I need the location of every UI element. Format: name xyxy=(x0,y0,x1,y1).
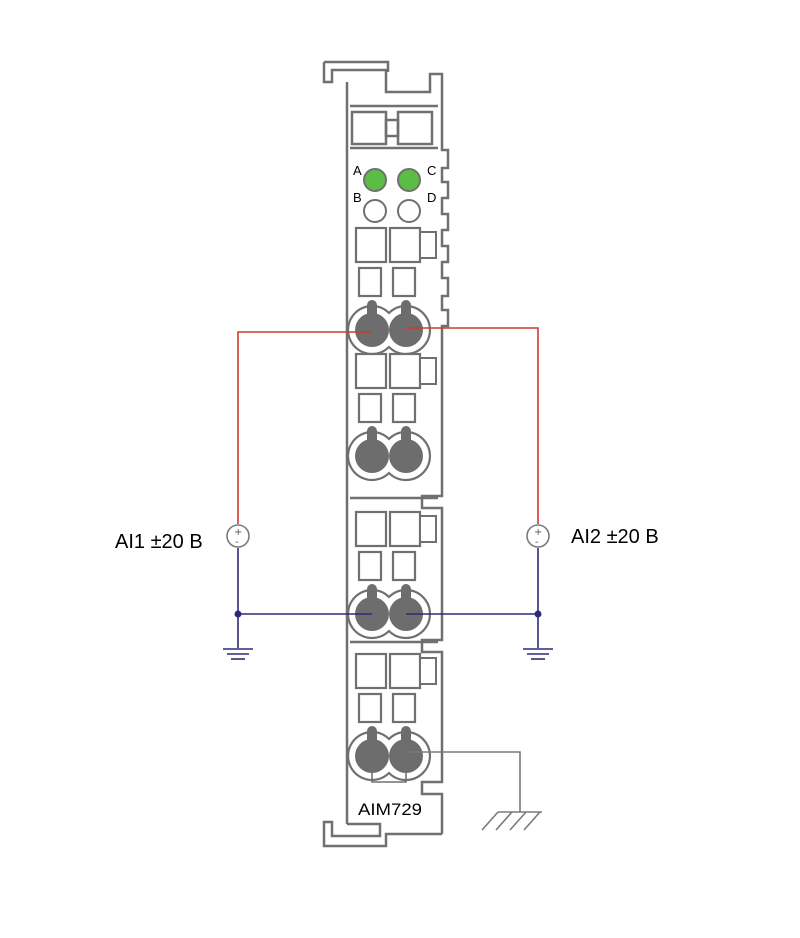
ai2-ground-junction xyxy=(534,610,542,618)
svg-text:+: + xyxy=(234,527,242,538)
release-button[interactable] xyxy=(354,510,388,548)
test-point xyxy=(357,550,383,582)
ai2-signal-wire xyxy=(406,327,539,524)
release-button[interactable] xyxy=(388,652,422,690)
terminal-lever[interactable] xyxy=(401,726,411,750)
housing-tab xyxy=(419,515,437,543)
led-label-a: A xyxy=(353,163,362,178)
test-point xyxy=(391,392,417,424)
terminal-screw-3[interactable] xyxy=(355,439,389,473)
terminal-screw-4[interactable] xyxy=(389,439,423,473)
terminal-screw-1[interactable] xyxy=(355,313,389,347)
housing-tab xyxy=(419,657,437,685)
voltage-source-icon: + - xyxy=(526,524,550,548)
release-button[interactable] xyxy=(388,510,422,548)
svg-text:+: + xyxy=(534,527,542,538)
terminal-group-4 xyxy=(347,652,437,783)
top-connector xyxy=(350,110,434,146)
led-label-c: C xyxy=(427,163,436,178)
ai2-label: AI2 ±20 B xyxy=(571,526,659,548)
terminal-lever[interactable] xyxy=(401,426,411,450)
terminal-lever[interactable] xyxy=(367,300,377,324)
led-d xyxy=(397,199,421,223)
terminal-group-1 xyxy=(347,226,437,356)
chassis-ground-icon xyxy=(481,811,542,831)
test-point xyxy=(357,266,383,298)
terminal-group-2 xyxy=(347,352,437,482)
test-point xyxy=(357,692,383,724)
terminal-lever[interactable] xyxy=(367,726,377,750)
terminal-lever[interactable] xyxy=(401,300,411,324)
terminal-screw-8[interactable] xyxy=(389,739,423,773)
release-button[interactable] xyxy=(388,226,422,264)
test-point xyxy=(391,550,417,582)
terminal-screw-2[interactable] xyxy=(389,313,423,347)
led-c xyxy=(397,168,421,192)
ground-icon xyxy=(523,648,553,660)
release-button[interactable] xyxy=(388,352,422,390)
shield-wire xyxy=(406,751,521,812)
ai1-label: AI1 ±20 B xyxy=(115,531,203,553)
release-button[interactable] xyxy=(354,652,388,690)
test-point xyxy=(391,266,417,298)
housing-tab xyxy=(419,357,437,385)
svg-text:-: - xyxy=(235,537,239,548)
led-b xyxy=(363,199,387,223)
led-a xyxy=(363,168,387,192)
terminal-lever[interactable] xyxy=(367,426,377,450)
shield-bridge xyxy=(371,772,407,783)
terminal-group-3 xyxy=(347,510,437,640)
ground-icon xyxy=(223,648,253,660)
terminal-screw-7[interactable] xyxy=(355,739,389,773)
release-button[interactable] xyxy=(354,352,388,390)
terminal-lever[interactable] xyxy=(367,584,377,608)
svg-text:-: - xyxy=(535,537,539,548)
voltage-source-icon: + - xyxy=(226,524,250,548)
housing-tab xyxy=(419,231,437,259)
ai1-ground-junction xyxy=(234,610,242,618)
led-label-d: D xyxy=(427,190,436,205)
status-leds: A C B D xyxy=(353,163,436,223)
led-label-b: B xyxy=(353,190,362,205)
module-model-label: AIM729 xyxy=(358,800,422,819)
terminal-lever[interactable] xyxy=(401,584,411,608)
ai1-signal-wire xyxy=(237,331,372,524)
test-point xyxy=(391,692,417,724)
test-point xyxy=(357,392,383,424)
release-button[interactable] xyxy=(354,226,388,264)
